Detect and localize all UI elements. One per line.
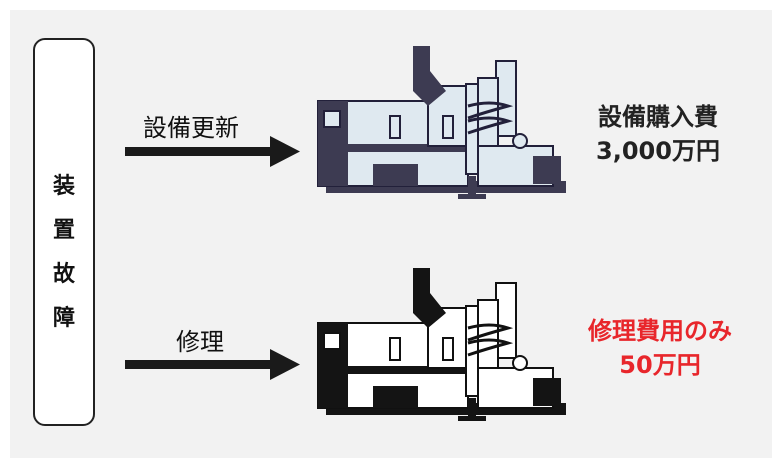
cause-box-equipment-failure: 装 置 故 障 (33, 38, 95, 426)
arrow-icon-repair (125, 349, 300, 380)
result-replacement-cost: 設備購入費 3,000万円 (568, 100, 748, 168)
result-repair-amount: 50万円 (619, 351, 701, 379)
route-label-replacement: 設備更新 (143, 114, 239, 142)
result-repair-title: 修理費用のみ (588, 317, 732, 345)
new-machine-illustration (317, 46, 566, 199)
cause-char-4: 障 (52, 306, 75, 331)
cause-char-1: 装 (52, 174, 75, 199)
result-replacement-title: 設備購入費 (598, 103, 718, 131)
route-label-repair: 修理 (176, 328, 224, 356)
arrow-icon-replacement (125, 136, 300, 167)
result-replacement-amount: 3,000万円 (596, 137, 720, 165)
cause-char-2: 置 (52, 218, 75, 243)
repaired-machine-illustration (317, 268, 566, 421)
result-repair-cost: 修理費用のみ 50万円 (560, 314, 760, 382)
cause-char-3: 故 (52, 262, 75, 287)
